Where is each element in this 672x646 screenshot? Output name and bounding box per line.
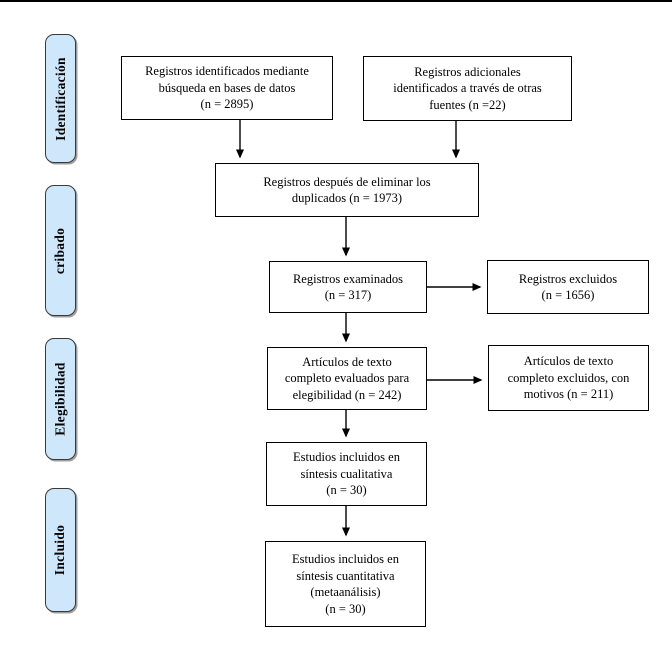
top-border-line (0, 0, 672, 2)
stage-included-label: Incluido (52, 524, 68, 576)
stage-screening: cribado (45, 185, 76, 316)
stage-included: Incluido (45, 488, 76, 612)
flow-box-qualitative-synthesis: Estudios incluidos en síntesis cualitati… (266, 442, 427, 506)
stage-eligibility: Elegibilidad (45, 338, 76, 460)
flow-box-fulltext-assessed: Artículos de texto completo evaluados pa… (267, 347, 427, 410)
stage-eligibility-label: Elegibilidad (52, 362, 68, 436)
flow-box-records-screened: Registros examinados (n = 317) (269, 261, 427, 313)
stage-identification-label: Identificación (52, 56, 68, 141)
flow-box-additional-records: Registros adicionales identificados a tr… (363, 56, 572, 121)
flow-box-records-identified-databases: Registros identificados mediante búsqued… (121, 56, 333, 120)
flow-box-after-duplicates: Registros después de eliminar los duplic… (215, 163, 479, 217)
stage-screening-label: cribado (52, 227, 68, 274)
flow-box-quantitative-synthesis: Estudios incluidos en síntesis cuantitat… (265, 541, 426, 627)
flow-box-records-excluded: Registros excluidos (n = 1656) (487, 260, 649, 314)
flow-box-fulltext-excluded: Artículos de texto completo excluidos, c… (488, 345, 649, 411)
stage-identification: Identificación (45, 34, 76, 163)
